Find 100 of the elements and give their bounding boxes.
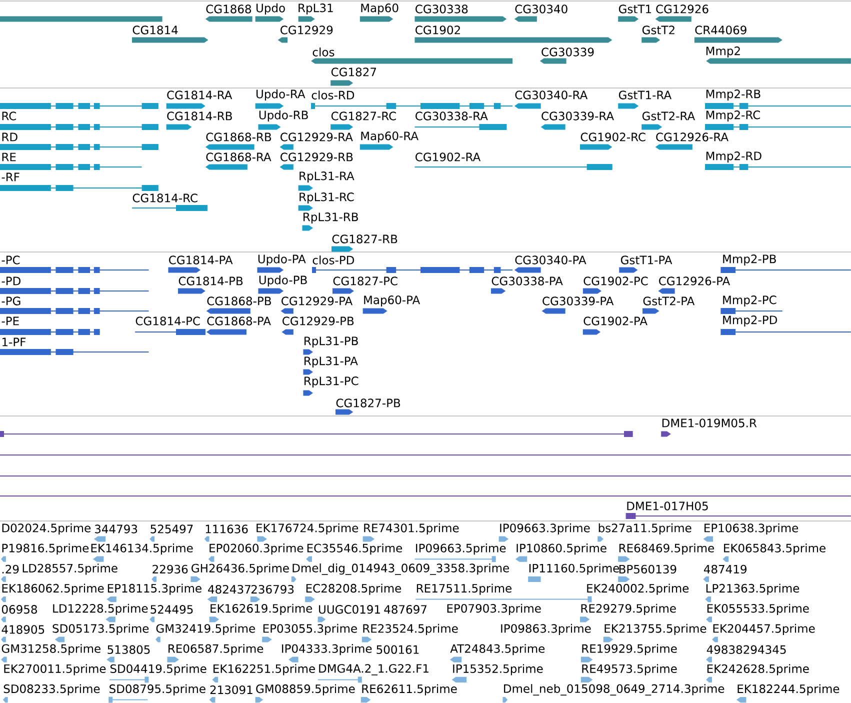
feature-label: 111636 — [206, 524, 248, 534]
feature-label: 500161 — [376, 645, 419, 654]
feature-label: RpL31-RC — [300, 192, 354, 204]
feature-label: EK146134.5prime — [91, 544, 193, 555]
feature-label: DME1-019M05.R — [662, 418, 757, 428]
feature-label: 344793 — [94, 524, 138, 534]
feature-label: -PE — [2, 316, 19, 326]
feature-label: EP10638.3prime — [704, 523, 798, 535]
feature-label: RE19929.5prime — [582, 644, 677, 656]
feature-label: CG1814-RB — [167, 112, 232, 120]
feature-label: CG1868-PA — [207, 316, 271, 326]
feature-label: EC28208.5prime — [306, 584, 402, 595]
feature-label: RpL31-PB — [304, 336, 358, 348]
feature-label: AT24843.5prime — [450, 644, 545, 656]
feature-label: 213091 — [210, 685, 252, 694]
feature-label: IP15352.5prime — [453, 664, 543, 676]
feature-label: LD12228.5prime — [53, 604, 148, 615]
feature-label: EK065843.5prime — [724, 544, 826, 555]
feature-label: CG1827-PB — [336, 398, 400, 408]
feature-label: CG30338-PA — [492, 276, 563, 286]
feature-label: EK055533.5prime — [707, 604, 809, 615]
feature-label: IP09863.3prime — [501, 624, 591, 636]
feature-label: IP09663.3prime — [500, 523, 590, 535]
feature-label: IP09663.5prime — [416, 544, 506, 555]
feature-label: bs27a11.5prime — [598, 523, 692, 535]
feature-label: GstT2 — [642, 26, 674, 34]
feature-label: EK176724.5prime — [256, 523, 358, 535]
feature-label: EP02060.3prime — [210, 544, 304, 555]
feature-label: CG1827-RB — [332, 234, 398, 244]
feature-label: RpL31-RB — [304, 212, 358, 224]
feature-label: IP10860.5prime — [516, 544, 606, 555]
feature-label: LD28557.5prime — [22, 564, 118, 575]
feature-label: Map60 — [361, 4, 398, 14]
feature-label: -PG — [2, 296, 20, 306]
feature-label: Dmel_dig_014943_0609_3358.3prime — [292, 563, 509, 575]
feature-label: CG12929-RB — [280, 152, 353, 162]
feature-label: CG1902 — [416, 26, 460, 34]
feature-label: LP21363.5prime — [706, 584, 800, 595]
feature-label: CG1827-RC — [331, 112, 396, 120]
feature-label: SD05173.5prime — [52, 624, 149, 636]
feature-label: GM32419.5prime — [156, 624, 255, 636]
feature-label: RpL31-RA — [300, 172, 354, 182]
feature-label: CG1827-PC — [333, 276, 398, 286]
feature-label: CG12926-PA — [659, 276, 730, 286]
feature-label: CG1902-RC — [580, 132, 646, 142]
feature-label: Mmp2-RC — [706, 110, 760, 122]
feature-label: CG30340 — [515, 4, 568, 14]
feature-label: CG1814 — [132, 26, 178, 34]
feature-label: CG1868-RA — [206, 152, 272, 162]
feature-label: RpL31-PA — [304, 356, 358, 368]
feature-label: CG12926-RA — [656, 132, 728, 142]
feature-label: CG1814-RA — [167, 90, 232, 100]
feature-label: GstT1-PA — [620, 256, 672, 264]
feature-label: CG12929 — [280, 26, 333, 34]
feature-label: CG1902-PC — [584, 276, 648, 286]
feature-label: clos-PD — [312, 256, 354, 264]
feature-label: SD04419.5prime — [110, 664, 206, 676]
feature-label: -PD — [2, 276, 20, 286]
feature-label: Mmp2-PC — [723, 296, 776, 306]
feature-label: CG1868-PB — [207, 296, 271, 306]
feature-label: Updo-RA — [256, 89, 306, 101]
feature-label: RE — [2, 152, 16, 162]
feature-label: RE49573.5prime — [582, 664, 677, 676]
feature-label: EK162251.5prime — [214, 664, 315, 676]
feature-label: IP04333.3prime — [282, 644, 372, 656]
feature-label: 487419 — [704, 564, 746, 574]
feature-label: Mmp2-PB — [723, 254, 776, 266]
feature-label: GstT2-RA — [642, 112, 695, 120]
feature-label: EK182244.5prime — [738, 684, 840, 696]
feature-label: CG1814-PC — [136, 316, 200, 326]
feature-label: Mmp2-RB — [706, 90, 760, 100]
feature-label: GstT1-RA — [618, 90, 672, 100]
feature-label: EC35546.5prime — [307, 544, 402, 555]
feature-label: Map60-RA — [361, 132, 418, 142]
feature-label: 513805 — [108, 645, 150, 654]
feature-label: GstT1 — [618, 4, 651, 14]
feature-label: 236793 — [251, 584, 294, 594]
feature-label: RE74301.5prime — [364, 523, 459, 535]
feature-label: CG1814-RC — [132, 194, 198, 202]
feature-label: IP11160.5prime — [529, 564, 620, 575]
feature-label: DMG4A.2_1.G22.F1 — [319, 664, 428, 676]
feature-label: RD — [2, 132, 18, 142]
feature-label: UUGC0191 — [319, 605, 380, 614]
feature-label: CG1827 — [331, 68, 376, 76]
feature-label: EK162619.5prime — [210, 604, 312, 615]
feature-label: CG30338 — [416, 4, 468, 14]
feature-label: CG30338-RA — [416, 112, 488, 120]
feature-label: RpL31 — [298, 4, 333, 14]
feature-label: CG30340-RA — [515, 90, 588, 100]
feature-label: DME1-017H05 — [627, 502, 708, 510]
feature-label: -PC — [2, 256, 20, 264]
feature-label: Mmp2-RD — [706, 152, 762, 162]
feature-label: SD08795.5prime — [110, 684, 206, 696]
feature-label: 1-PF — [2, 338, 26, 346]
feature-label: 487697 — [384, 605, 426, 614]
feature-label: GM08859.5prime — [256, 684, 355, 696]
feature-label: CG30339 — [542, 48, 594, 56]
feature-label: CR44069 — [695, 26, 746, 34]
feature-label: EK242628.5prime — [707, 664, 809, 676]
feature-label: 525497 — [150, 524, 193, 534]
